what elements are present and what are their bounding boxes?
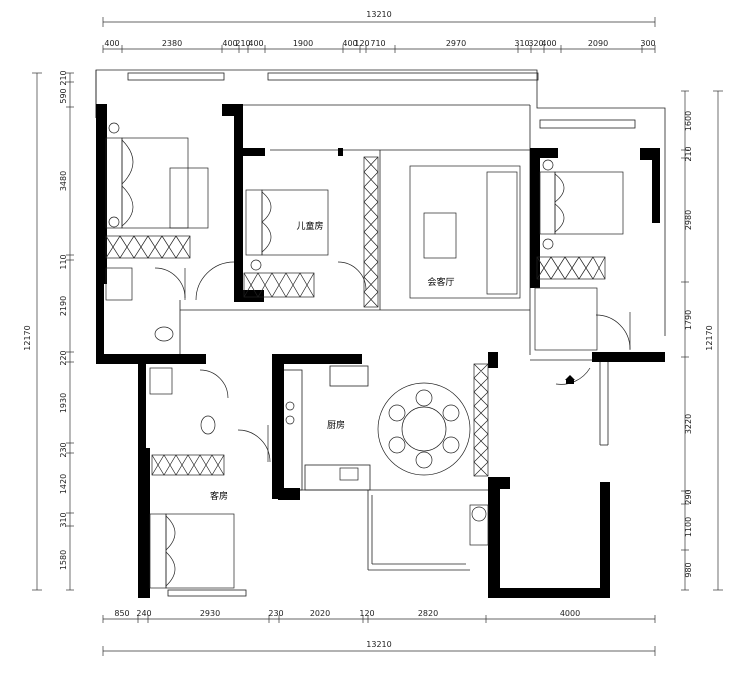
overall-height-right: 12170 — [705, 325, 714, 350]
dim-bottom: 230 — [268, 609, 283, 618]
dim-right: 980 — [684, 562, 693, 577]
sink — [105, 267, 133, 301]
dim-top: 2090 — [588, 39, 608, 48]
dim-left: 590 — [59, 88, 68, 103]
dim-top: 400 — [342, 39, 357, 48]
room-label-guest: 客房 — [210, 490, 228, 502]
dim-top: 300 — [640, 39, 655, 48]
outline-walls — [95, 69, 666, 597]
dim-right: 1790 — [684, 310, 693, 330]
washing-machine — [471, 506, 487, 522]
dim-left: 1420 — [59, 474, 68, 494]
dim-top: 320 — [528, 39, 543, 48]
dining-area — [377, 382, 471, 476]
dim-left: 1930 — [59, 393, 68, 413]
overall-width-bottom: 13210 — [366, 640, 391, 649]
furniture — [105, 122, 624, 589]
dim-bottom: 2930 — [200, 609, 220, 618]
right-bed — [554, 171, 624, 235]
dim-top: 400 — [222, 39, 237, 48]
dim-top: 2970 — [446, 39, 466, 48]
dim-bottom: 2820 — [418, 609, 438, 618]
dim-bottom: 240 — [136, 609, 151, 618]
overall-height-left: 12170 — [23, 325, 32, 350]
dimension-lines — [32, 17, 723, 656]
dim-top: 1900 — [293, 39, 313, 48]
dim-bottom: 850 — [114, 609, 129, 618]
dim-right: 1600 — [684, 111, 693, 131]
dim-right: 210 — [684, 146, 693, 161]
master-bed — [121, 137, 189, 229]
dim-bottom: 120 — [359, 609, 374, 618]
overall-width-top: 13210 — [366, 10, 391, 19]
guest-bed — [165, 513, 235, 589]
room-label-children: 儿童房 — [296, 220, 323, 232]
dim-bottom: 4000 — [560, 609, 580, 618]
dim-right: 1100 — [684, 517, 693, 537]
dim-top: 400 — [541, 39, 556, 48]
dim-top: 400 — [248, 39, 263, 48]
wardrobes — [105, 156, 606, 477]
dim-top: 310 — [514, 39, 529, 48]
dim-right: 2980 — [684, 210, 693, 230]
doors — [154, 261, 631, 463]
sofa-area — [409, 165, 521, 299]
dim-bottom: 2020 — [310, 609, 330, 618]
left-dimension-labels: 210 590 3480 110 2190 220 1930 230 1420 … — [59, 70, 68, 570]
door-arc — [154, 267, 186, 299]
dining-table — [401, 406, 447, 452]
coffee-table — [423, 212, 457, 259]
dim-left: 230 — [59, 442, 68, 457]
room-label-kitchen: 厨房 — [327, 419, 345, 431]
toilet — [154, 326, 174, 342]
dim-top: 710 — [370, 39, 385, 48]
dim-top: 400 — [104, 39, 119, 48]
dim-left: 110 — [59, 254, 68, 269]
dim-top: 2380 — [162, 39, 182, 48]
bottom-dimension-labels: 850 240 2930 230 2020 120 2820 4000 — [114, 609, 580, 618]
dim-left: 310 — [59, 512, 68, 527]
right-dimension-labels: 1600 210 2980 1790 3220 290 1100 980 — [684, 111, 693, 578]
room-label-living: 会客厅 — [427, 276, 454, 288]
entrance-mark — [566, 380, 574, 384]
dining-chairs — [388, 389, 460, 469]
entrance-arrow-icon — [565, 375, 575, 380]
dim-right: 3220 — [684, 414, 693, 434]
dim-right: 290 — [684, 489, 693, 504]
top-dimension-labels: 400 2380 400 210 400 1900 400 120 710 29… — [104, 39, 655, 48]
dim-left: 2190 — [59, 296, 68, 316]
solid-walls — [96, 104, 665, 598]
dim-left: 3480 — [59, 171, 68, 191]
dim-left: 210 — [59, 70, 68, 85]
dim-left: 220 — [59, 350, 68, 365]
dim-top: 120 — [354, 39, 369, 48]
dim-left: 1580 — [59, 550, 68, 570]
dim-top: 210 — [235, 39, 250, 48]
